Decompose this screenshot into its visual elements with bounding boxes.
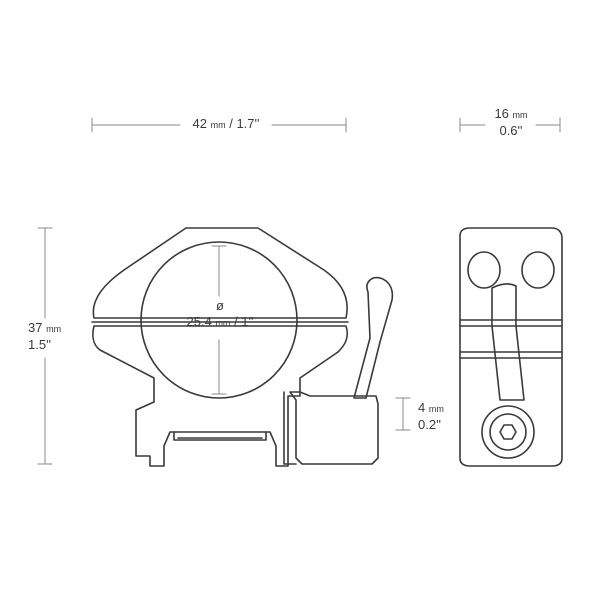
clamp-block [289, 391, 379, 465]
side-screw-hole-left [467, 251, 501, 289]
hex-screw-outer [481, 405, 535, 459]
ring-bottom-body [92, 325, 349, 467]
side-body-outline [459, 227, 563, 467]
base-height-label: 4 mm 0.2'' [418, 400, 444, 432]
scope-bore-circle [140, 241, 298, 399]
lever-upright [353, 276, 394, 399]
front-view [91, 227, 394, 467]
dimension-lines [37, 117, 561, 465]
ring-top-cap [92, 227, 348, 319]
side-lever-arm [491, 283, 525, 401]
height-label: 37 mm 1.5'' [28, 320, 62, 352]
width-label: 42 mm / 1.7'' [192, 116, 260, 131]
hex-screw-inner [489, 413, 527, 451]
bore-label: ø 25.4 mm / 1'' [170, 298, 270, 331]
hex-socket [499, 424, 517, 440]
diameter-symbol: ø [216, 298, 224, 313]
depth-label: 16 mm 0.6'' [494, 106, 528, 138]
clamp-side [283, 391, 297, 465]
rail-groove [173, 431, 267, 441]
side-screw-hole-right [521, 251, 555, 289]
side-view [459, 227, 563, 467]
